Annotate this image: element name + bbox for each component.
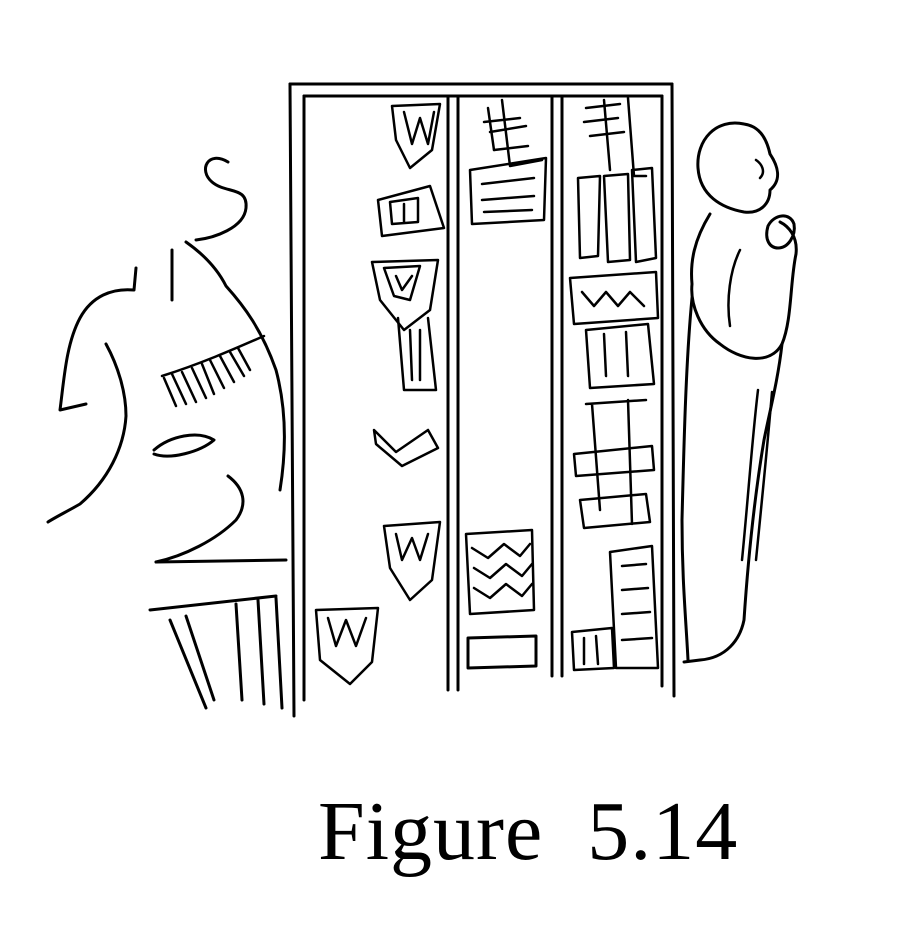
cuneiform-column-1 (314, 102, 446, 686)
cuneiform-column-2 (464, 98, 548, 670)
figure-caption: Figure 5.14 (318, 785, 739, 878)
right-standing-figure (680, 121, 798, 664)
line-drawing-illustration (46, 82, 798, 718)
left-seated-figure (46, 156, 288, 710)
cuneiform-column-3 (568, 96, 660, 672)
stele-frame (288, 82, 676, 718)
